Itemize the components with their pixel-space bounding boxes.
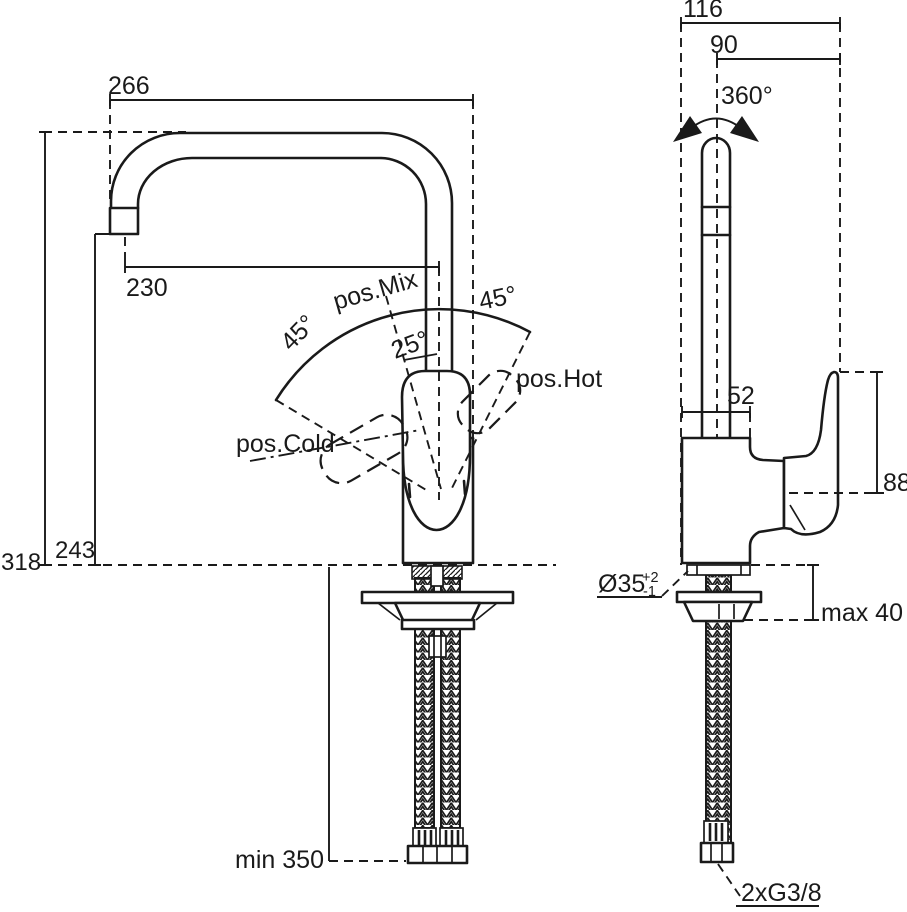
- front-underdeck-assembly: [360, 565, 515, 865]
- dim-spout-projection: 230: [126, 274, 168, 302]
- mix-angle-connector: [403, 353, 438, 361]
- front-threaded-stub-left: [411, 565, 434, 580]
- fan-arc: [274, 307, 532, 402]
- side-underdeck-assembly: [675, 564, 763, 864]
- dim-max-deck: max 40: [821, 599, 903, 627]
- front-dimensions: 266 230 318 243 min 350: [1, 72, 556, 874]
- side-view: 116 90 360° 52 88 max 40 Ø35 +2 -1: [597, 0, 907, 907]
- side-hex-nut: [699, 841, 735, 864]
- connection-leader: [717, 863, 741, 897]
- side-base-plate: [686, 564, 751, 576]
- hole-diameter-callout: Ø35 +2 -1: [597, 570, 689, 600]
- front-spout: [108, 131, 454, 373]
- front-hose-fitting-right-bars: [444, 830, 460, 845]
- connection-callout: 2xG3/8: [717, 863, 822, 907]
- label-pos-mix: pos.Mix: [330, 265, 421, 316]
- side-base-plate-edges: [696, 565, 742, 575]
- hole-tolerance-plus: +2: [642, 570, 659, 586]
- front-body-handle: [400, 369, 475, 565]
- hole-diameter: Ø35: [598, 570, 645, 598]
- ghost-handle-cold: [319, 413, 409, 485]
- front-threaded-stub-right: [440, 565, 463, 580]
- dim-88-line: [871, 371, 883, 494]
- label-swivel: 360°: [721, 82, 773, 110]
- dim-243-line: [89, 233, 110, 566]
- side-spout-joints: [700, 205, 732, 237]
- connection-size: 2xG3/8: [741, 879, 822, 907]
- side-escutcheon-plate: [675, 590, 763, 604]
- label-pos-hot: pos.Hot: [516, 365, 602, 393]
- handle-swing-fan: [249, 100, 532, 500]
- dim-230-line: [124, 261, 440, 273]
- aerator: [108, 206, 140, 236]
- dim-outlet-height: 243: [55, 537, 95, 564]
- front-view: 266 230 318 243 min 350 pos.Mix pos.Hot …: [1, 72, 602, 874]
- dim-total-height: 318: [1, 549, 41, 576]
- mix-position-line: [385, 295, 442, 490]
- side-body: [680, 436, 786, 565]
- side-clamp-screws: [718, 604, 735, 619]
- side-hose-fitting-bars: [708, 823, 724, 841]
- front-mounting-rod: [433, 629, 442, 636]
- front-rod-nut-facets: [433, 636, 442, 657]
- front-escutcheon-plate: [360, 590, 515, 605]
- front-clamp-base: [400, 618, 476, 631]
- front-handle-ticks: [407, 479, 467, 499]
- label-pos-cold: pos.Cold: [236, 430, 335, 458]
- side-lever-underside: [789, 504, 806, 531]
- swivel-arrowhead-left: [673, 116, 702, 142]
- label-swing-left: 45°: [275, 310, 321, 357]
- swivel-arrowhead-right: [730, 116, 759, 142]
- front-rod-nut: [428, 635, 447, 658]
- dim-spout-reach: 266: [108, 72, 150, 100]
- dim-266-line: [109, 94, 474, 106]
- side-spout-pipe: [700, 136, 732, 440]
- dim-318-line: [39, 131, 51, 566]
- dim-body-depth: 52: [727, 382, 755, 410]
- front-handle: [400, 369, 472, 532]
- side-hex-nut-facets: [710, 843, 723, 862]
- front-hex-nuts-facets: [422, 846, 453, 863]
- dim-hose-length: min 350: [235, 846, 324, 874]
- dim-max40-line: [807, 564, 819, 621]
- dim-handle-height: 88: [883, 469, 907, 497]
- front-escutcheon-legs: [377, 602, 498, 621]
- dim-spout-offset: 90: [710, 31, 738, 59]
- front-hose-fitting-left-bars: [417, 830, 433, 845]
- front-mounting-rod-top: [430, 565, 444, 587]
- hole-callout-leader: [661, 570, 689, 597]
- dim-total-depth: 116: [683, 0, 723, 23]
- side-clamp-cone: [682, 600, 754, 623]
- spout-inner-edge: [136, 156, 428, 373]
- label-swing-right: 45°: [476, 281, 519, 316]
- side-dimensions: 116 90 360° 52 88 max 40 Ø35 +2 -1: [597, 0, 907, 907]
- side-faucet: [680, 136, 840, 565]
- hole-tolerance-minus: -1: [643, 584, 656, 600]
- spout-outer-edge: [109, 131, 454, 373]
